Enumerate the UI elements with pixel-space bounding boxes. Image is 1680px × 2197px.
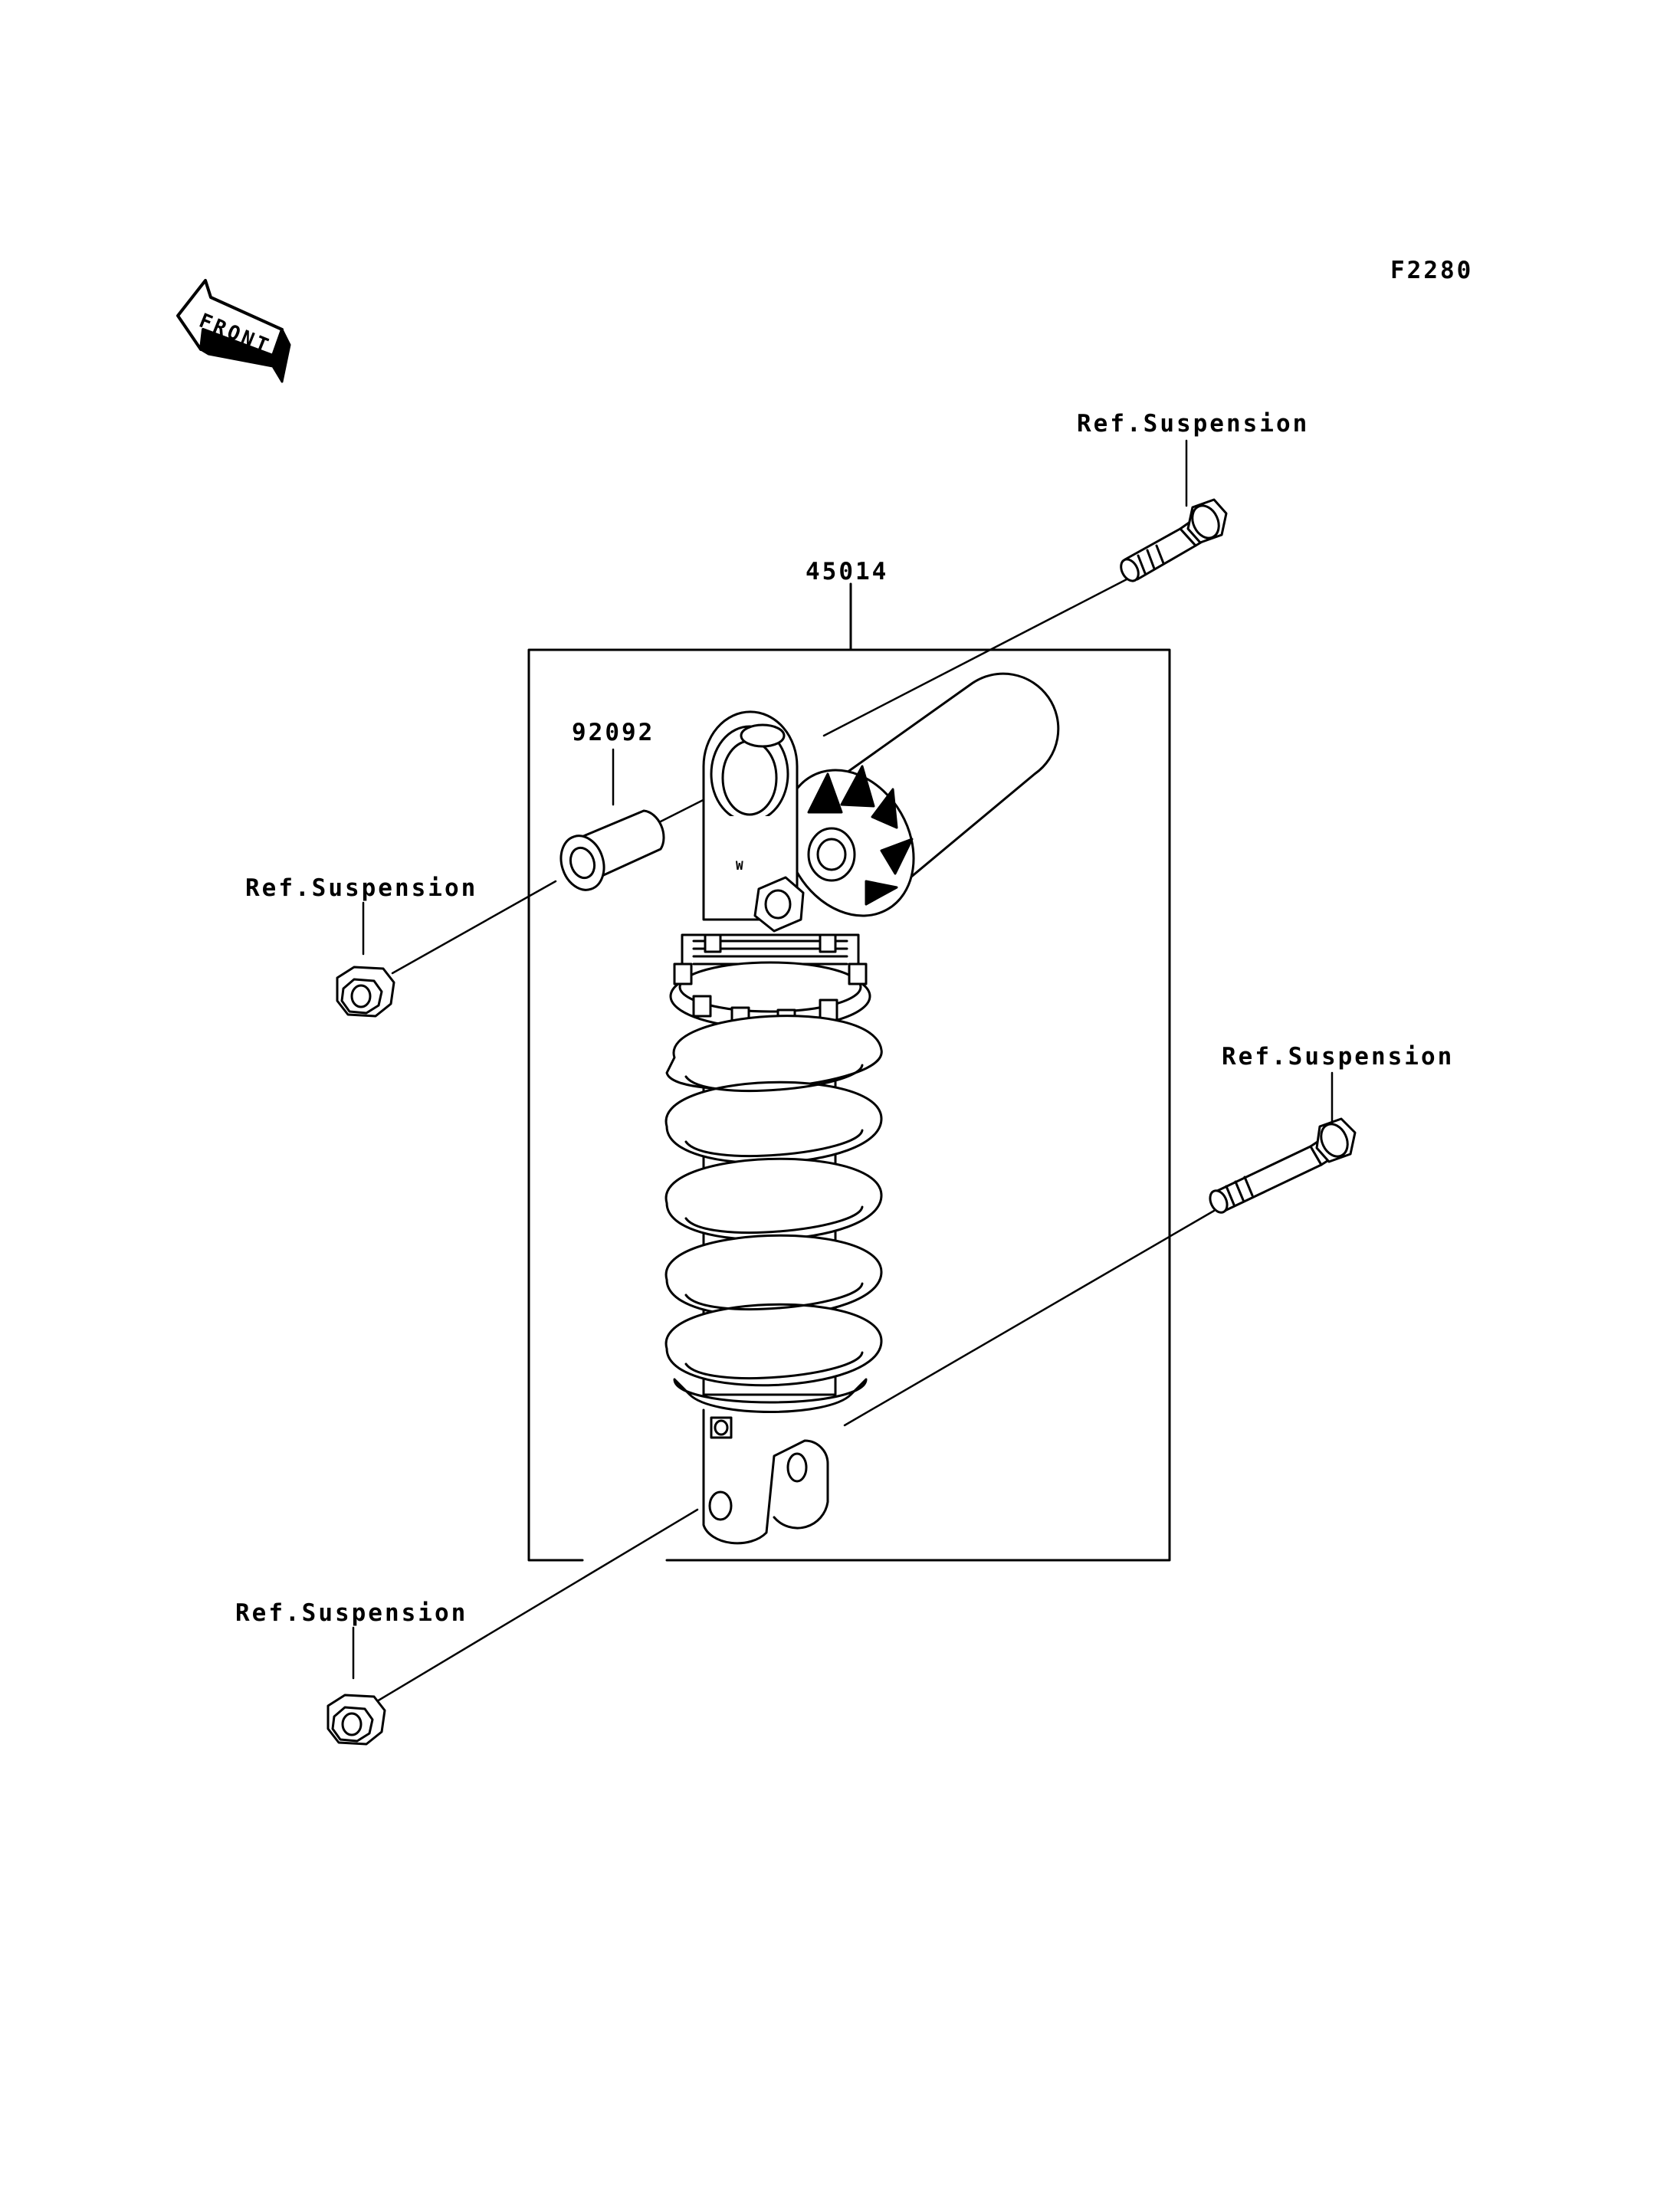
shock-absorber-icon: W (664, 672, 1060, 1545)
part-number-45014[interactable]: 45014 (806, 558, 889, 585)
part-number-92092[interactable]: 92092 (572, 719, 655, 746)
upper-bolt-icon (1120, 498, 1228, 582)
ref-suspension-lower-nut[interactable]: Ref.Suspension (235, 1599, 468, 1627)
front-arrow-icon: FRONT (176, 279, 291, 383)
lower-nut-icon (326, 1694, 386, 1746)
ref-suspension-lower-bolt[interactable]: Ref.Suspension (1222, 1043, 1455, 1071)
assembly-frame (527, 582, 1171, 1562)
lower-bolt-icon (1209, 1117, 1357, 1214)
svg-text:W: W (736, 858, 743, 873)
ref-suspension-upper-bolt[interactable]: Ref.Suspension (1077, 410, 1310, 438)
upper-nut-icon (336, 966, 395, 1018)
ref-suspension-upper-nut[interactable]: Ref.Suspension (245, 874, 478, 902)
figure-code: F2280 (1390, 257, 1474, 284)
collar-icon (559, 809, 665, 891)
